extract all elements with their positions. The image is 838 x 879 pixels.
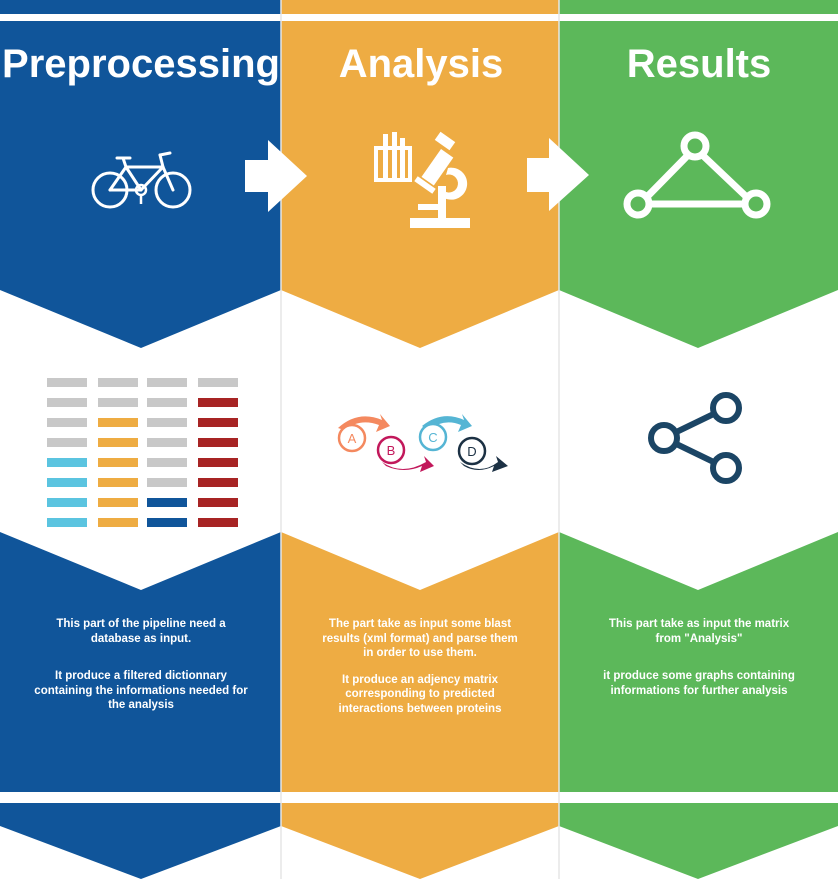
- results-input-text: This part take as input the matrix from …: [608, 618, 790, 645]
- analysis-footer-chevron: [281, 803, 559, 879]
- bicycle-icon: [91, 151, 192, 209]
- step-b-label: B: [387, 443, 396, 458]
- preprocessing-title: Preprocessing: [2, 42, 280, 86]
- preprocessing-output-text: It produce a filtered dictionnary contai…: [34, 670, 248, 711]
- share-icon: [648, 392, 742, 484]
- analysis-title: Analysis: [338, 42, 504, 86]
- step-d-label: D: [467, 444, 476, 459]
- results-title: Results: [626, 42, 772, 86]
- results-description: This part take as input the matrix from …: [600, 617, 798, 698]
- preprocessing-bottom-band: [0, 532, 281, 792]
- data-table-grid-icon: [47, 378, 238, 527]
- top-divider-line: [0, 14, 838, 21]
- process-steps-icon: A B C D: [337, 414, 508, 472]
- preprocessing-description: This part of the pipeline need a databas…: [30, 617, 252, 713]
- microscope-icon: [374, 131, 470, 228]
- preprocessing-input-text: This part of the pipeline need a databas…: [56, 618, 226, 645]
- results-top-band: [559, 0, 838, 348]
- analysis-bottom-band: [281, 532, 559, 792]
- analysis-input-text: The part take as input some blast result…: [322, 618, 518, 659]
- results-bottom-band: [559, 532, 838, 792]
- arrow-right-icon: [527, 138, 589, 211]
- preprocessing-top-band: [0, 0, 281, 348]
- results-footer-chevron: [559, 803, 838, 879]
- triangle-network-icon: [623, 131, 771, 219]
- analysis-output-text: It produce an adjency matrix correspondi…: [338, 673, 502, 715]
- preprocessing-footer-chevron: [0, 803, 281, 879]
- step-c-label: C: [428, 430, 437, 445]
- arrow-right-icon: [245, 140, 307, 212]
- step-a-label: A: [348, 431, 357, 446]
- results-output-text: it produce some graphs containing inform…: [603, 670, 795, 697]
- analysis-top-band: [281, 0, 559, 348]
- analysis-description: The part take as input some blast result…: [320, 617, 520, 716]
